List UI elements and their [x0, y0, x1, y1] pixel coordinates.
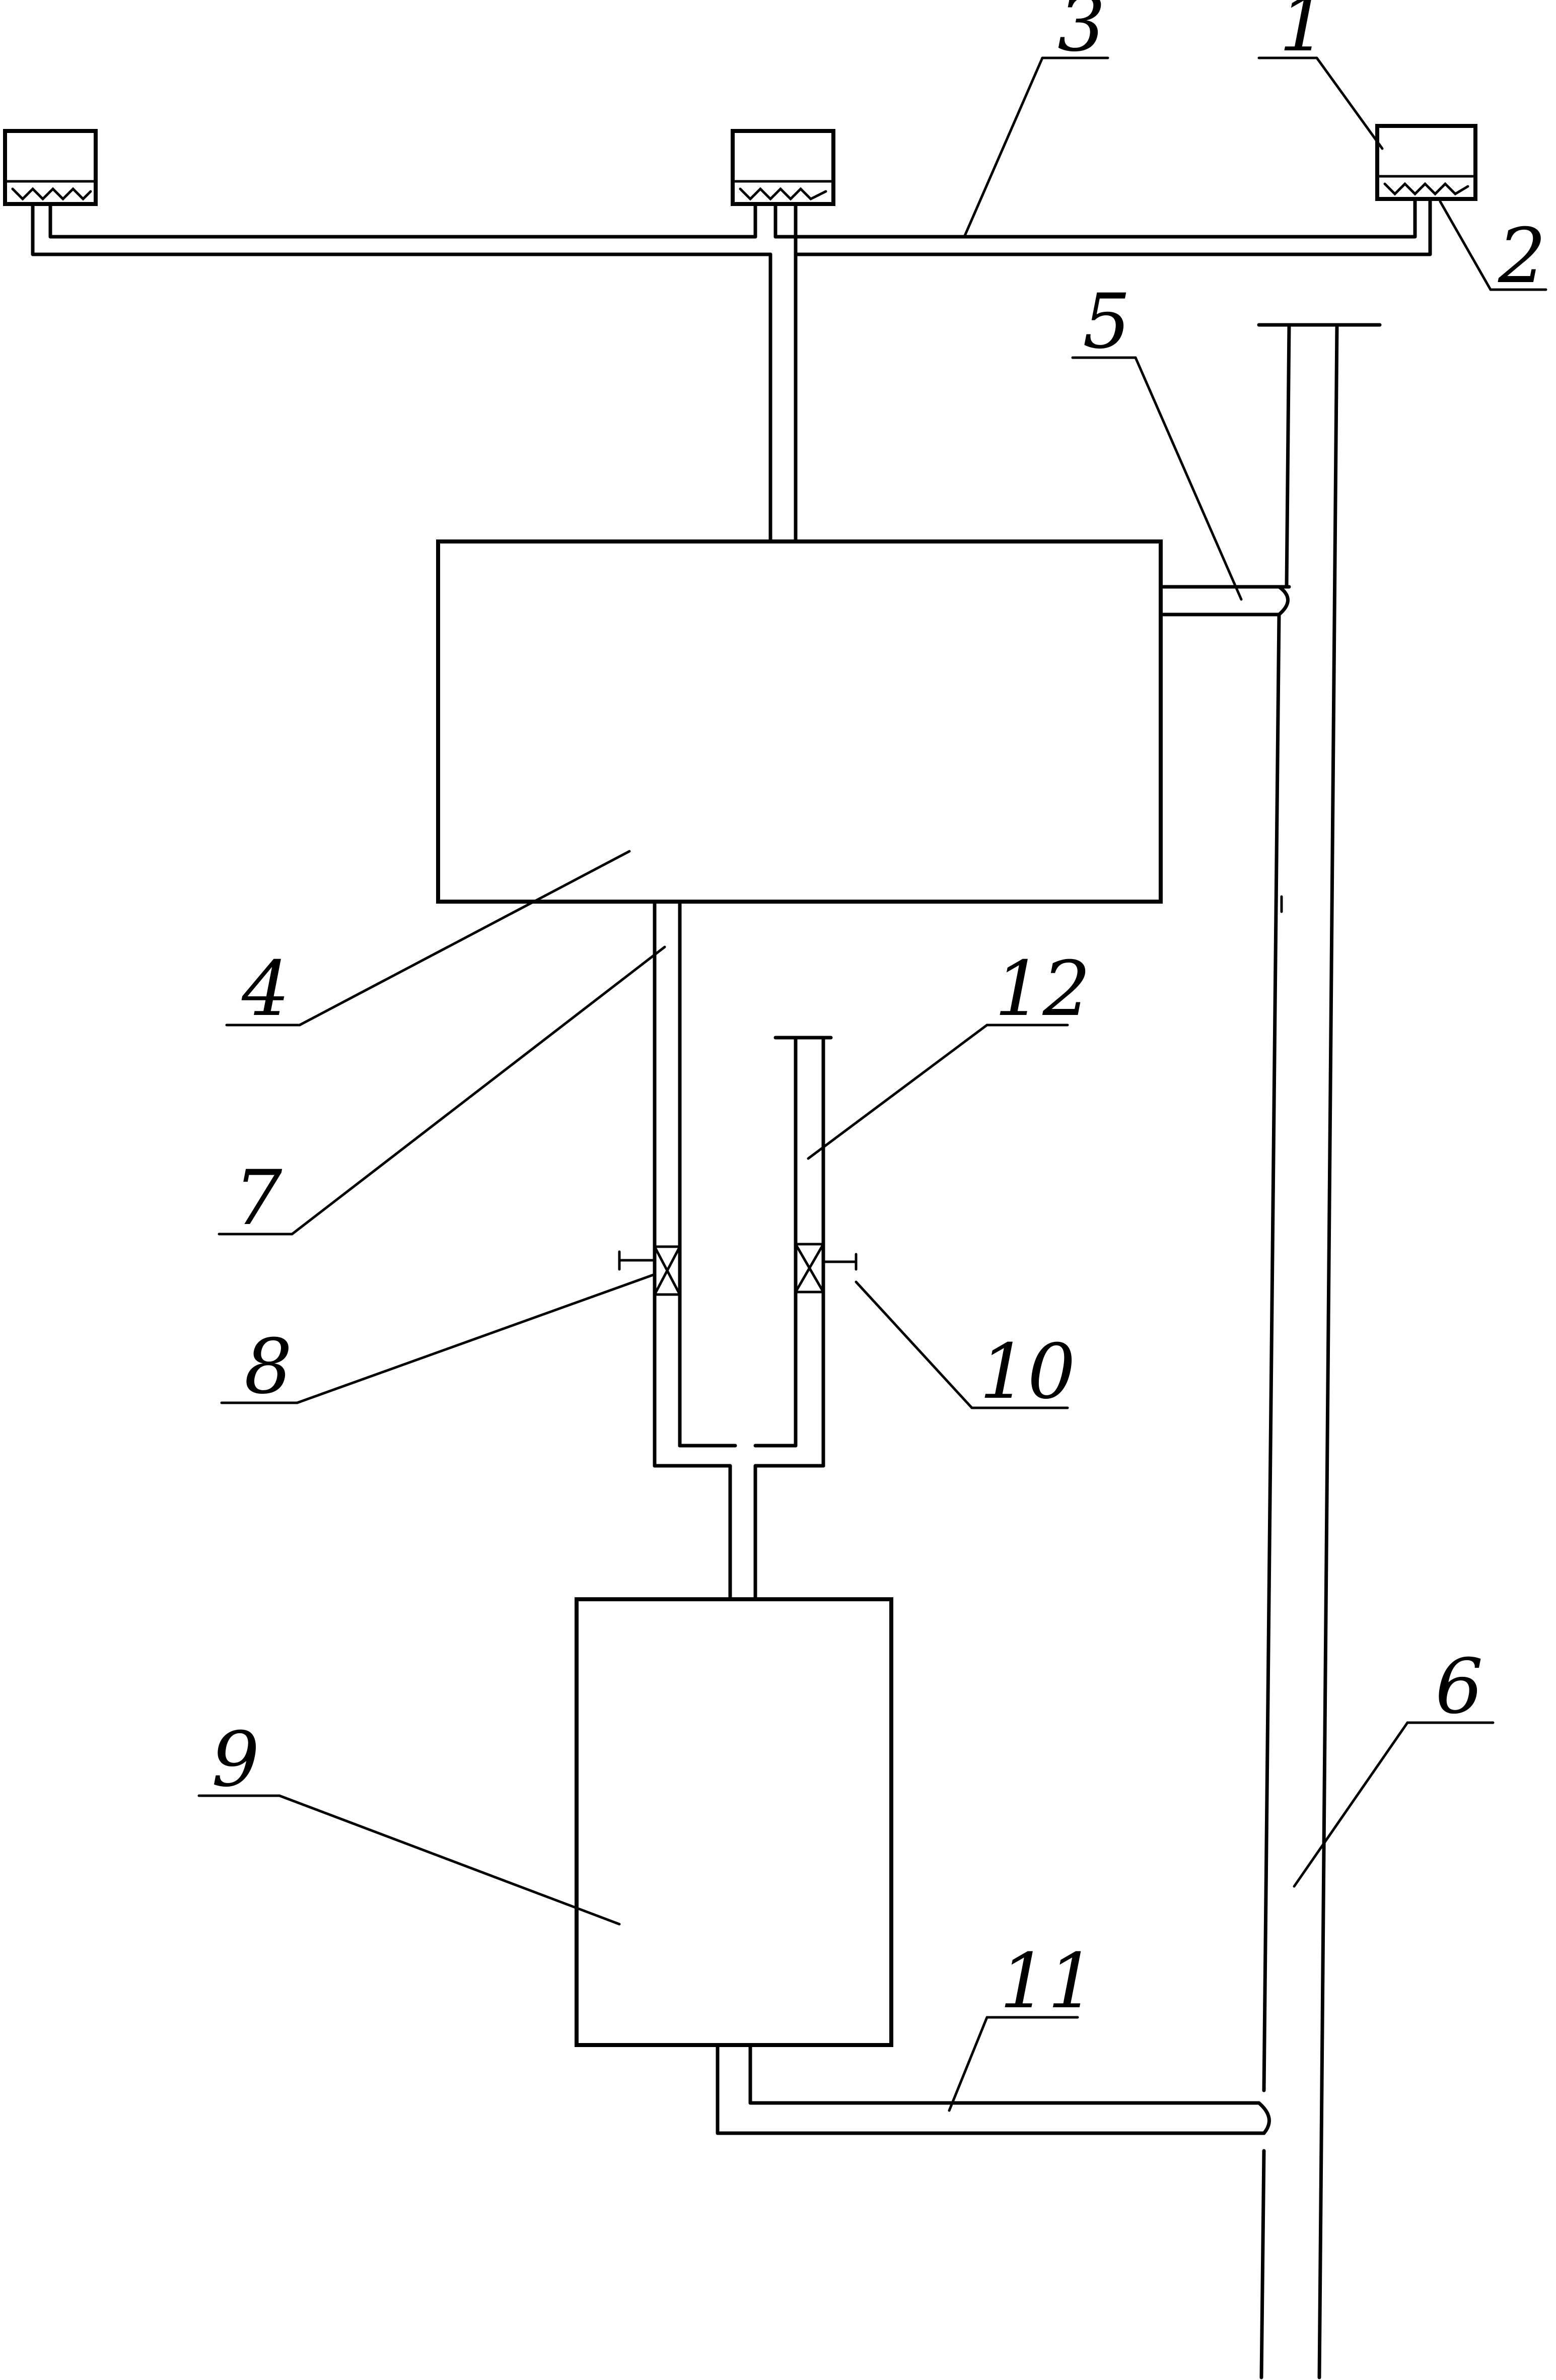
valve-10: [794, 1243, 858, 1294]
label-10: 10: [979, 1328, 1076, 1416]
tank-9: [575, 1597, 893, 2047]
label-9: 9: [211, 1716, 259, 1804]
tank-4: [436, 539, 1163, 904]
label-3: 3: [1057, 0, 1105, 69]
leader-lines: [197, 56, 1547, 2112]
overflow-pipe: [1159, 585, 1291, 617]
label-11: 11: [1000, 1938, 1096, 2025]
label-1: 1: [1279, 0, 1327, 69]
label-12: 12: [995, 945, 1091, 1033]
drain-pipe: [1257, 323, 1382, 2379]
collector-center: [731, 129, 835, 206]
pipe-7: [653, 900, 682, 1468]
label-7: 7: [234, 1154, 282, 1242]
label-5: 5: [1083, 278, 1130, 366]
label-8: 8: [244, 1323, 292, 1411]
label-4: 4: [241, 945, 290, 1033]
valve-8: [618, 1245, 681, 1296]
merge-pipe: [653, 1444, 825, 1601]
collector-right: [1375, 124, 1477, 201]
pipe-11: [716, 2043, 1271, 2135]
header-pipe: [31, 197, 1432, 543]
label-2: 2: [1498, 213, 1546, 300]
label-6: 6: [1435, 1643, 1483, 1731]
collector-left: [3, 129, 98, 206]
